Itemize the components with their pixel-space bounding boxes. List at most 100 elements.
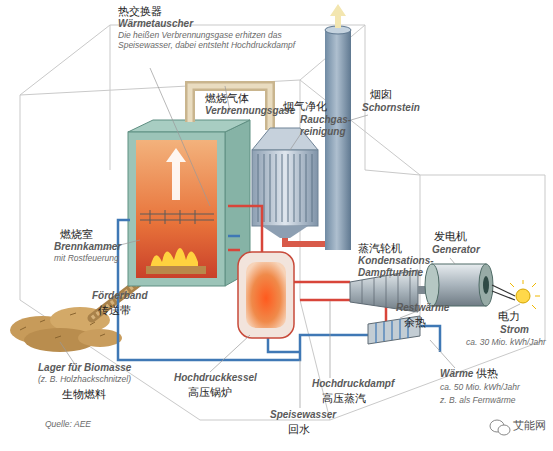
high-pressure-boiler-part — [238, 252, 294, 338]
flue-gas-cleaner-part-part — [294, 154, 295, 222]
label-text: ca. 30 Mio. kWh/Jahr — [466, 338, 546, 348]
heat-exchanger-part-part — [399, 319, 400, 339]
generator-part — [432, 264, 486, 306]
label-text: 蒸汽轮机 — [358, 242, 402, 254]
power-line — [492, 285, 515, 300]
label-text: Die heißen Verbrennungsgase erhitzen das… — [118, 31, 303, 51]
label-text: 传送带 — [98, 304, 131, 316]
flue-gas-cleaner-part-part — [306, 154, 307, 222]
label-text: Brennkammer — [54, 241, 121, 253]
label-text: Strom — [500, 324, 529, 336]
combustion-chamber-part-part — [165, 210, 166, 224]
label-text: Verbrennungsgase — [205, 105, 295, 117]
label-text: Wärmetauscher — [118, 18, 193, 30]
light-bulb-part-part — [510, 283, 514, 287]
biomass-pile-part — [78, 329, 122, 347]
combustion-chamber-part-part — [195, 210, 196, 224]
label-text: 燃烧气体 — [205, 92, 249, 104]
label-text: Kondensations- Dampfturbine — [358, 255, 443, 278]
combustion-chamber-part-part — [150, 210, 151, 224]
combustion-chamber-part-part — [180, 210, 181, 224]
label-text: 烟囱 — [370, 88, 392, 100]
label-text: Wärme — [440, 368, 473, 380]
flue-duct — [285, 238, 326, 244]
pipes-part — [300, 299, 356, 302]
label-text: mit Rostfeuerung — [54, 254, 119, 264]
label-text: 高压蒸汽 — [322, 392, 366, 404]
high-pressure-boiler-part — [246, 262, 286, 328]
pipes-part — [228, 235, 240, 238]
watermark-icon-part — [498, 425, 510, 435]
flue-gas-cleaner-part-part — [264, 154, 265, 222]
leader-lines-part — [450, 258, 455, 264]
building-outline-part — [365, 170, 420, 175]
leader-lines-part — [300, 360, 301, 408]
light-bulb-part-part — [532, 283, 536, 287]
leader-lines-part — [351, 115, 368, 120]
steam-turbine-part-part — [386, 276, 387, 307]
flue-gas-cleaner-part-part — [270, 154, 271, 222]
power-line-part — [492, 291, 515, 300]
heat-exchanger-part-part — [375, 323, 376, 343]
flue-gas-cleaner-part-part — [312, 154, 313, 222]
combustion-chamber-part — [146, 266, 206, 274]
chimney-part — [330, 4, 346, 28]
chimney-part — [325, 30, 351, 250]
combustion-chamber-part — [166, 148, 186, 200]
pipes — [118, 206, 440, 360]
label-text: Rauchgas- reinigung — [300, 114, 358, 137]
flue-gas-cleaner-part — [262, 226, 308, 238]
label-text: 余热 — [404, 316, 426, 328]
steam-turbine-part-part — [362, 280, 363, 304]
label-text: Hochdruckdampf — [312, 378, 394, 390]
leader-lines — [60, 68, 520, 408]
label-text: 燃烧室 — [60, 228, 93, 240]
leader-lines-part — [330, 301, 331, 378]
flue-gas-cleaner-part-part — [288, 154, 289, 222]
flue-duct-part — [285, 238, 326, 244]
label-text: 回水 — [288, 423, 310, 435]
leader-lines-part — [150, 68, 210, 206]
pipes-part — [290, 281, 350, 284]
label-text: Generator — [432, 244, 480, 256]
label-text: 热交换器 — [118, 5, 162, 17]
combustion-chamber-part — [136, 140, 217, 278]
label-text: Lager für Biomasse — [38, 362, 131, 374]
combustion-chamber-part — [128, 132, 225, 286]
combustion-chamber — [128, 120, 250, 286]
heat-exchanger-part-part — [383, 322, 384, 341]
power-line-part — [492, 285, 515, 296]
light-bulb-part-part — [532, 305, 536, 309]
label-text: z. B. als Fernwärme — [440, 396, 516, 406]
pipes-part — [228, 249, 240, 252]
combustion-chamber-part-part — [140, 214, 214, 215]
label-text: Quelle: AEE — [45, 420, 91, 430]
building-outline — [20, 25, 545, 420]
label-text: 发电机 — [434, 230, 467, 242]
label-text: ca. 50 Mio. kWh/Jahr — [440, 383, 520, 393]
flue-gas-cleaner-part-part — [300, 154, 301, 222]
label-text: 烟气净化 — [283, 100, 327, 112]
label-text: 供热 — [476, 367, 498, 379]
watermark-text: 艾能网 — [513, 420, 546, 433]
leader-lines-part — [290, 135, 300, 150]
label-text: (z. B. Holzhackschnitzel) — [38, 375, 131, 385]
generator — [425, 264, 493, 306]
light-bulb-part — [510, 280, 540, 309]
heat-exchanger-part — [376, 318, 408, 343]
combustion-chamber-part-part — [140, 220, 214, 221]
generator-part — [425, 264, 439, 306]
steam-turbine-part-part — [374, 278, 375, 306]
light-bulb-part — [516, 289, 530, 303]
label-text: Förderband — [92, 290, 148, 302]
pipes-part — [228, 206, 262, 258]
pipes-part — [118, 220, 368, 360]
label-text: Hochdruckkessel — [174, 372, 257, 384]
combustion-chamber-part — [150, 248, 198, 268]
leader-lines-part — [210, 335, 250, 372]
label-text: 高压锅炉 — [188, 386, 232, 398]
label-text: 电力 — [498, 310, 520, 322]
building-outline-part — [300, 300, 545, 420]
label-text: 生物燃料 — [62, 388, 106, 400]
